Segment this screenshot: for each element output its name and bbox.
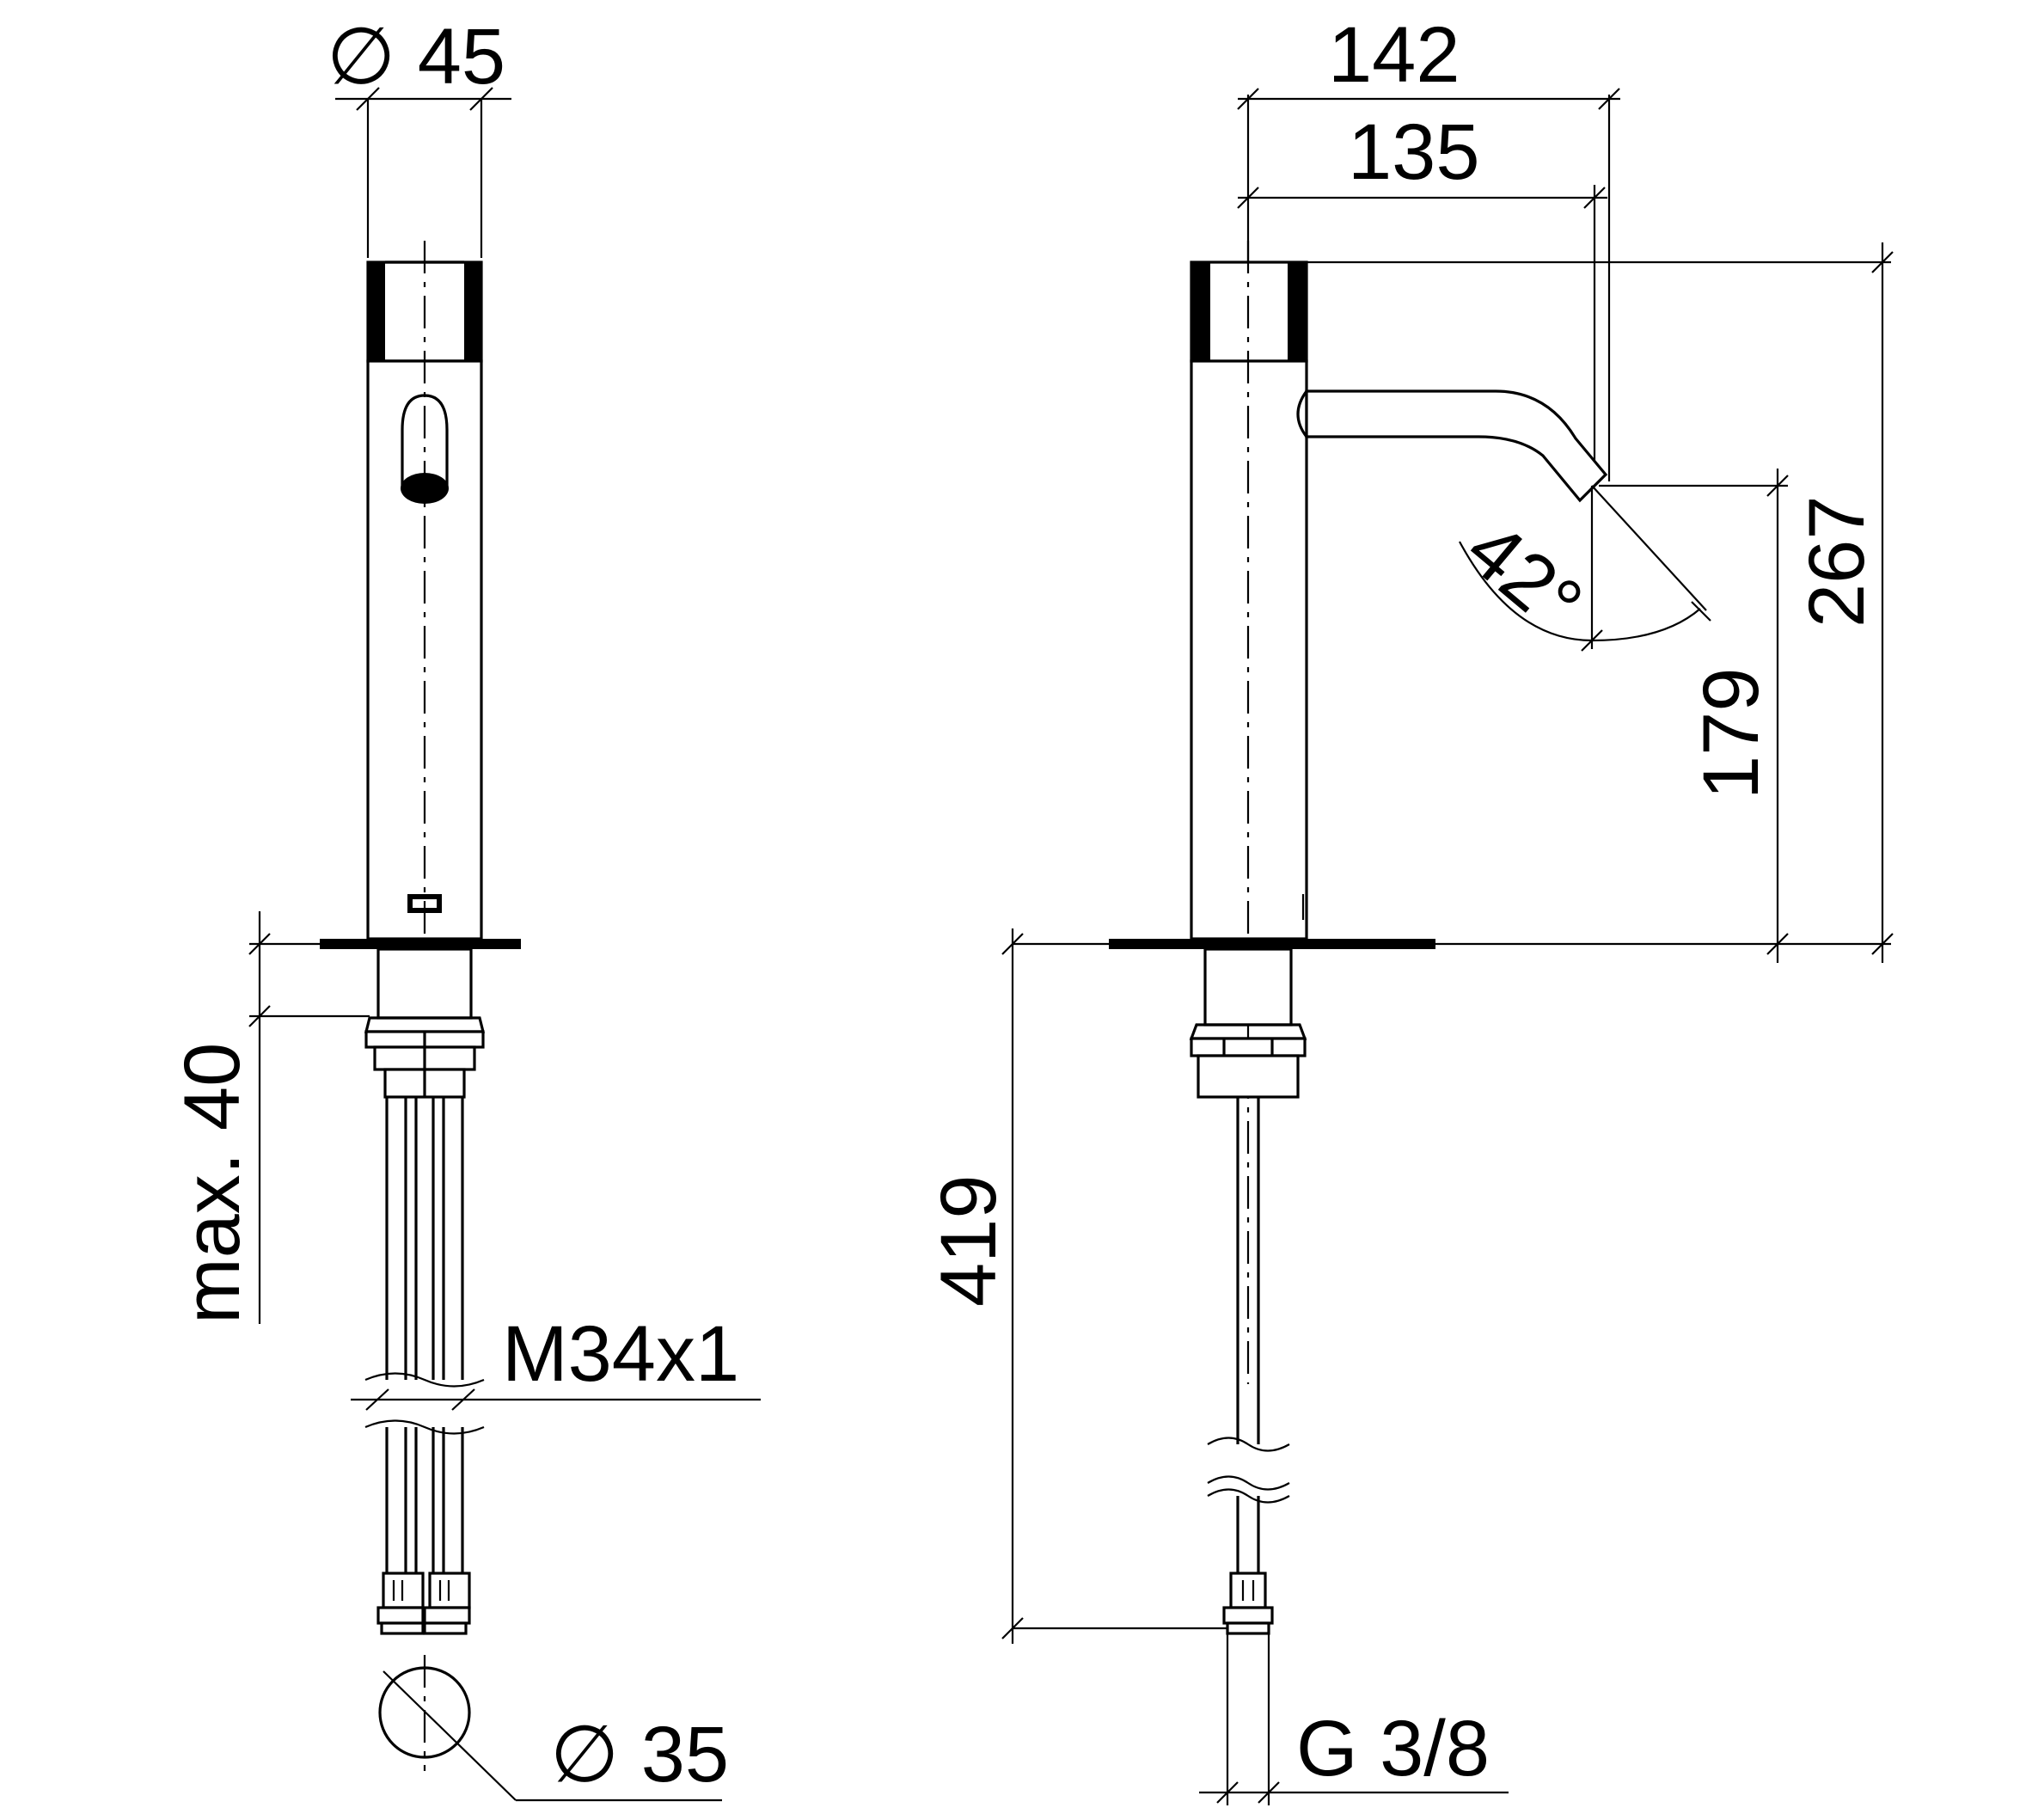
dimension-142: 142 [1237, 11, 1620, 481]
side-spout [1296, 389, 1608, 503]
label-m34x1: M34x1 [502, 1310, 739, 1398]
label-179: 179 [1687, 668, 1775, 800]
dimension-m34x1: M34x1 [351, 1310, 761, 1411]
label-267: 267 [1793, 496, 1881, 628]
side-view: 142 135 [925, 11, 1894, 1805]
label-angle-42: 42° [1450, 505, 1598, 649]
dimension-267: 267 [1307, 242, 1894, 963]
label-max-40: max. 40 [168, 1043, 256, 1324]
dimension-419: 419 [925, 928, 1227, 1644]
label-142: 142 [1328, 11, 1460, 99]
dimension-angle-42: 42° [1450, 485, 1711, 652]
front-shank [364, 947, 486, 1099]
dimension-g38: G 3/8 [1199, 1633, 1509, 1805]
label-135: 135 [1348, 108, 1480, 196]
dimension-179: 179 [1599, 469, 1789, 963]
dimension-max-40: max. 40 [168, 911, 378, 1324]
side-shank [1189, 947, 1307, 1099]
dimension-135: 135 [1237, 108, 1607, 481]
label-g38: G 3/8 [1296, 1705, 1490, 1792]
label-diameter-45: ∅ 45 [327, 13, 505, 101]
front-view: ∅ 45 [168, 13, 761, 1802]
label-diameter-35: ∅ 35 [550, 1711, 729, 1799]
front-base-plate [320, 939, 521, 949]
side-hose [1207, 1097, 1290, 1635]
side-base-plate [1109, 939, 1435, 949]
label-419: 419 [925, 1175, 1013, 1308]
front-hose-fittings [376, 1572, 471, 1635]
dimension-diameter-35: ∅ 35 [378, 1655, 729, 1802]
dimension-diameter-45: ∅ 45 [327, 13, 511, 258]
front-hoses [364, 1097, 485, 1573]
